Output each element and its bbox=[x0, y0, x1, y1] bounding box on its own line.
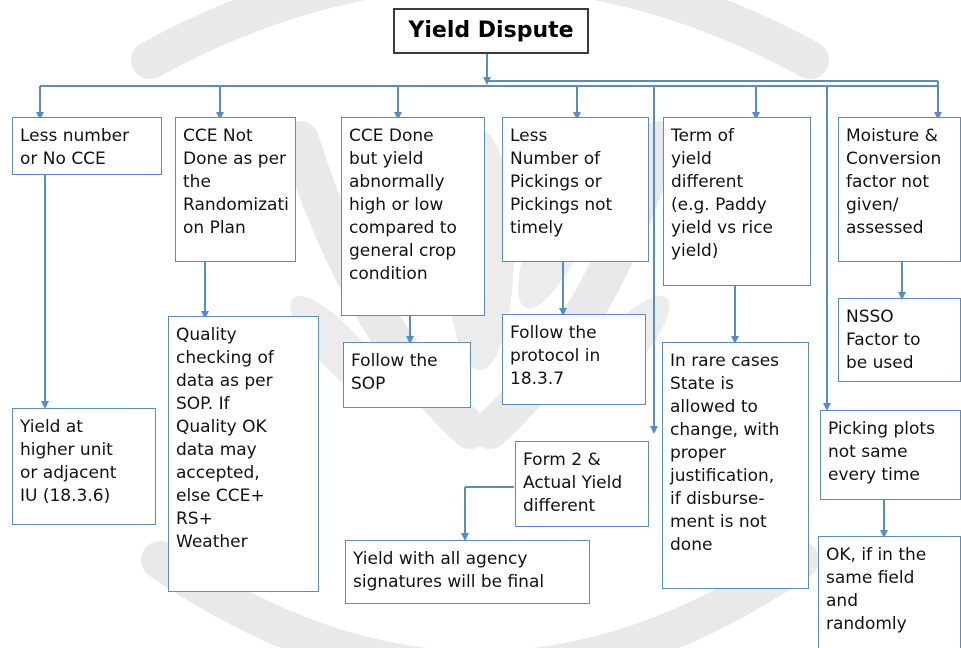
node-term-different: Term of yield different (e.g. Paddy yiel… bbox=[663, 117, 811, 286]
node-ok-same-field: OK, if in the same field and randomly bbox=[818, 536, 961, 648]
node-cce-done-abnormal: CCE Done but yield abnormally high or lo… bbox=[341, 117, 485, 316]
node-follow-protocol: Follow the protocol in 18.3.7 bbox=[502, 314, 646, 405]
node-less-pickings: Less Number of Pickings or Pickings not … bbox=[502, 117, 649, 262]
node-form2-actual: Form 2 & Actual Yield different bbox=[515, 441, 649, 527]
node-picking-plots: Picking plots not same every time bbox=[820, 410, 961, 500]
node-nsso-factor: NSSO Factor to be used bbox=[838, 298, 961, 382]
title-yield-dispute: Yield Dispute bbox=[393, 8, 589, 54]
node-rare-cases: In rare cases State is allowed to change… bbox=[662, 342, 809, 589]
node-quality-checking: Quality checking of data as per SOP. If … bbox=[168, 316, 319, 592]
node-cce-not-done: CCE Not Done as per the Randomizati on P… bbox=[175, 117, 296, 262]
node-moisture-factor: Moisture & Conversion factor not given/ … bbox=[838, 117, 961, 262]
node-yield-higher-unit: Yield at higher unit or adjacent IU (18.… bbox=[12, 408, 156, 525]
node-agency-signatures: Yield with all agency signatures will be… bbox=[345, 540, 590, 604]
node-less-cce: Less number or No CCE bbox=[12, 117, 162, 175]
node-follow-sop: Follow the SOP bbox=[343, 342, 471, 408]
